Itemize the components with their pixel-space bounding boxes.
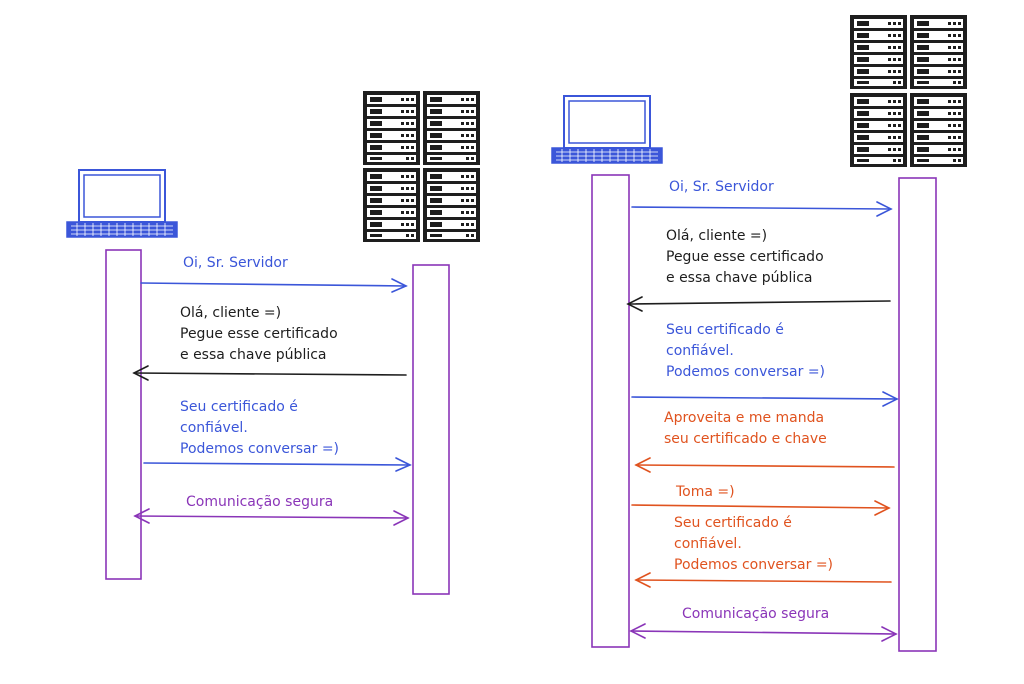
left-message-4-text: Comunicação segura xyxy=(186,494,334,510)
right-message-3-line-3: Podemos conversar =) xyxy=(666,364,826,380)
right-arrow-6 xyxy=(634,572,892,588)
left-message-2-line-2: Pegue esse certificado xyxy=(180,326,338,342)
right-message-5: Toma =) xyxy=(676,482,735,503)
right-arrow-1 xyxy=(631,201,893,217)
left-arrow-1 xyxy=(140,278,408,293)
right-message-2-line-3: e essa chave pública xyxy=(666,270,813,286)
right-message-6: Seu certificado é confiável. Podemos con… xyxy=(674,513,833,576)
right-arrow-2 xyxy=(626,296,891,312)
right-message-3-line-1: Seu certificado é xyxy=(666,322,784,338)
right-message-2-line-1: Olá, cliente =) xyxy=(666,228,768,244)
left-message-2: Olá, cliente =) Pegue esse certificado e… xyxy=(180,303,338,366)
right-message-7: Comunicação segura xyxy=(682,604,829,625)
right-message-5-text: Toma =) xyxy=(676,484,735,500)
right-message-7-text: Comunicação segura xyxy=(682,606,830,622)
right-client-lifeline xyxy=(591,174,630,648)
right-server-rack-icon xyxy=(850,15,967,167)
left-client-lifeline xyxy=(105,249,142,580)
right-server-lifeline xyxy=(898,177,937,652)
left-arrow-2 xyxy=(132,365,407,381)
right-arrow-4 xyxy=(634,457,895,473)
right-message-6-line-3: Podemos conversar =) xyxy=(674,557,834,573)
right-message-4: Aproveita e me manda seu certificado e c… xyxy=(664,408,827,450)
right-arrow-5 xyxy=(631,500,891,516)
left-message-4: Comunicação segura xyxy=(186,492,333,513)
right-message-2-line-2: Pegue esse certificado xyxy=(666,249,824,265)
left-message-1: Oi, Sr. Servidor xyxy=(183,253,288,274)
right-message-1-text: Oi, Sr. Servidor xyxy=(669,179,774,195)
left-message-3-line-2: confiável. xyxy=(180,420,248,436)
left-message-2-line-1: Olá, cliente =) xyxy=(180,305,282,321)
left-message-2-line-3: e essa chave pública xyxy=(180,347,327,363)
right-message-6-line-1: Seu certificado é xyxy=(674,515,792,531)
right-arrow-3 xyxy=(631,391,899,407)
right-message-4-line-2: seu certificado e chave xyxy=(664,431,827,447)
right-message-6-line-2: confiável. xyxy=(674,536,742,552)
left-message-3-line-3: Podemos conversar =) xyxy=(180,441,340,457)
left-message-3: Seu certificado é confiável. Podemos con… xyxy=(180,397,339,460)
left-arrow-4 xyxy=(133,508,410,526)
left-message-3-line-1: Seu certificado é xyxy=(180,399,298,415)
right-message-3-line-2: confiável. xyxy=(666,343,734,359)
left-server-lifeline xyxy=(412,264,450,595)
left-arrow-3 xyxy=(143,457,412,472)
left-server-rack-icon xyxy=(363,91,480,242)
right-client-laptop-icon xyxy=(551,95,663,164)
right-arrow-7 xyxy=(629,623,898,642)
right-message-3: Seu certificado é confiável. Podemos con… xyxy=(666,320,825,383)
right-message-2: Olá, cliente =) Pegue esse certificado e… xyxy=(666,226,824,289)
right-message-4-line-1: Aproveita e me manda xyxy=(664,410,825,426)
left-client-laptop-icon xyxy=(66,169,178,238)
left-message-1-text: Oi, Sr. Servidor xyxy=(183,255,288,271)
right-message-1: Oi, Sr. Servidor xyxy=(669,177,774,198)
